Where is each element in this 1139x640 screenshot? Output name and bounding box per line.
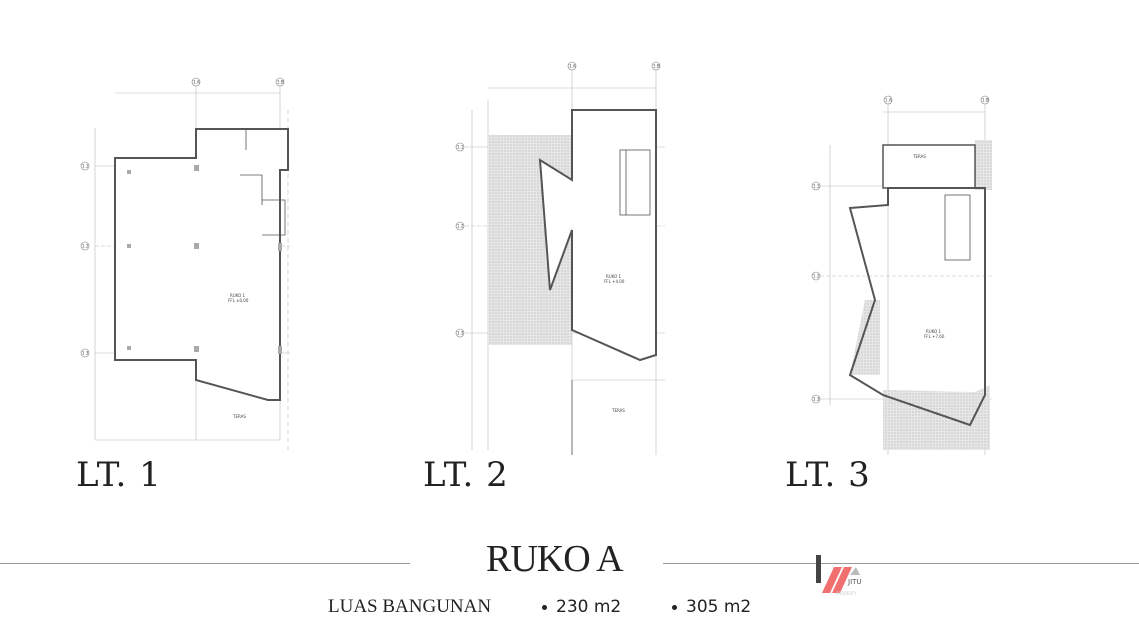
area-value-2: 305 m2: [672, 597, 751, 617]
area-text: 230 m2: [556, 597, 622, 617]
grid-label: 1.1: [82, 164, 89, 169]
room-level: FFL +4.00: [604, 279, 625, 284]
jitu-property-logo: JITU PROPERTY: [816, 555, 862, 596]
floor-plan-lt1: 1.A 1.B 1.1 1.2 1.3 RUKO 1 FFL ±0.00 TER…: [80, 77, 290, 450]
room-label: RUKO 1: [606, 274, 622, 279]
grid-label: 1.1: [813, 184, 820, 189]
grid-label: 1.A: [193, 80, 200, 85]
logo-name: JITU: [847, 578, 862, 586]
terrace-label: TERAS: [232, 414, 246, 419]
grid-label: 1.3: [82, 351, 89, 356]
building-area-label: LUAS BANGUNAN: [328, 596, 492, 617]
room-label: RUKO 1: [926, 329, 942, 334]
grid-label: 1.1: [457, 145, 464, 150]
grid-label: 1.2: [82, 244, 89, 249]
grid-label: 1.2: [457, 224, 464, 229]
area-text: 305 m2: [686, 597, 752, 617]
grid-label: 1.A: [569, 64, 576, 69]
page-title: RUKO A: [486, 538, 624, 580]
grid-label: 1.B: [653, 64, 660, 69]
grid-label: 1.2: [813, 274, 820, 279]
floor-plan-lt2: 1.A 1.B 1.1 1.2 1.3 RUKO 1 FFL +4.00 TER…: [455, 61, 665, 455]
grid-label: 1.3: [813, 397, 820, 402]
level-label-lt1: LT. 1: [76, 455, 162, 495]
room-level: FFL ±0.00: [228, 298, 249, 303]
logo-sub: PROPERTY: [836, 591, 857, 596]
grid-label: 1.A: [885, 98, 892, 103]
floor-plan-lt3: 1.A 1.B 1.1 1.2 1.3 RUKO 1 FFL +7.60 TER…: [811, 95, 992, 455]
terrace-label: TERAS: [912, 154, 926, 159]
level-label-lt3: LT. 3: [785, 455, 871, 495]
area-value-1: 230 m2: [542, 597, 621, 617]
divider-left: [0, 563, 410, 564]
grid-label: 1.B: [982, 98, 989, 103]
grid-label: 1.B: [277, 80, 284, 85]
divider-right: [663, 563, 1139, 564]
room-level: FFL +7.60: [924, 334, 945, 339]
terrace-label: TERAS: [611, 408, 625, 413]
room-label: RUKO 1: [230, 293, 246, 298]
grid-label: 1.3: [457, 331, 464, 336]
level-label-lt2: LT. 2: [423, 455, 509, 495]
